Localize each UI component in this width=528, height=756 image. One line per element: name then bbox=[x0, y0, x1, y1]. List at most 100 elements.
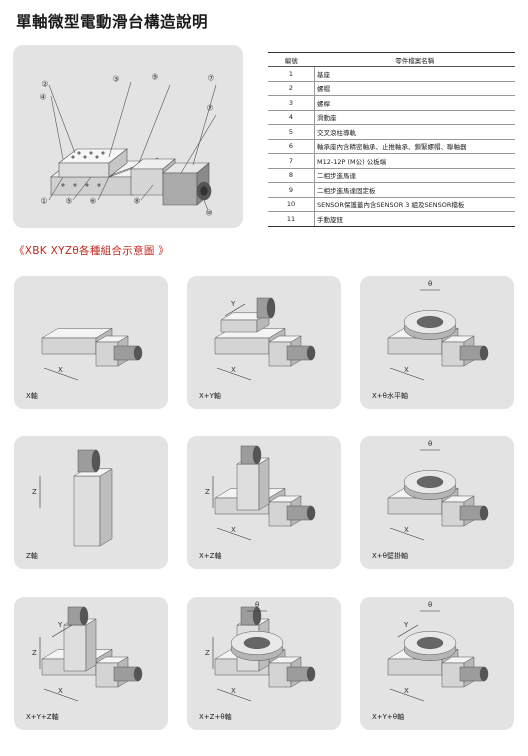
config-label: X+θ壁掛軸 bbox=[372, 552, 408, 560]
part-name: 手動旋鈕 bbox=[314, 211, 515, 227]
part-no: 11 bbox=[268, 211, 315, 227]
part-name: 軸承座內含精密軸承、止推軸承、鎖緊螺帽、聯軸器 bbox=[314, 139, 515, 154]
axis-label: Y bbox=[230, 300, 236, 308]
axis-arrow bbox=[216, 527, 252, 541]
stage-module bbox=[73, 468, 113, 547]
part-name: 交叉滾柱導軌 bbox=[314, 124, 515, 140]
axis-label: X bbox=[404, 526, 409, 534]
part-name: 二相步進馬達 bbox=[314, 168, 515, 183]
axis-label: X bbox=[231, 526, 236, 534]
axis-arrow bbox=[389, 367, 425, 381]
part-name: 基座 bbox=[314, 66, 515, 82]
callout-1: ① bbox=[40, 197, 47, 206]
motor-module bbox=[286, 666, 316, 682]
part-no: 5 bbox=[268, 124, 315, 140]
stage-structure-drawing: ② ④ ③ ⑨ ⑦ ⑦ ① ⑤ ⑥ ⑧ ⑩ bbox=[39, 73, 217, 218]
axis-label: Z bbox=[32, 649, 37, 657]
motor-module bbox=[113, 666, 143, 682]
config-panel-x: X X軸 bbox=[14, 276, 168, 409]
motor-module bbox=[240, 606, 262, 626]
motor-module bbox=[113, 345, 143, 361]
axis-label: X bbox=[231, 366, 236, 374]
config-drawing: θYX bbox=[387, 601, 489, 702]
config-label: Z軸 bbox=[26, 552, 38, 560]
motor-module bbox=[459, 505, 489, 521]
rotary-table bbox=[403, 310, 457, 340]
part-name: 螺桿 bbox=[314, 95, 515, 111]
axis-label: θ bbox=[255, 601, 259, 609]
config-drawing: θX bbox=[387, 440, 489, 541]
axis-label: Z bbox=[32, 488, 37, 496]
axis-label: X bbox=[231, 687, 236, 695]
motor-module bbox=[459, 345, 489, 361]
axis-label: Y bbox=[57, 621, 63, 629]
axis-label: θ bbox=[428, 280, 432, 288]
axis-arrow bbox=[389, 688, 425, 702]
axis-arrow bbox=[43, 367, 79, 381]
table-row: 7 M12-12P (M公) 公板端 bbox=[268, 153, 515, 169]
rotary-table bbox=[230, 631, 284, 661]
axis-arrow bbox=[43, 688, 79, 702]
axis-label: X bbox=[58, 366, 63, 374]
callout-4: ④ bbox=[39, 93, 46, 102]
stage-module bbox=[63, 618, 97, 672]
callout-7: ⑦ bbox=[207, 74, 214, 83]
part-name: SENSOR保護蓋內含SENSOR 3 組及SENSOR檔板 bbox=[314, 197, 515, 212]
callout-5: ⑤ bbox=[65, 197, 72, 206]
callout-8: ⑧ bbox=[133, 197, 140, 206]
part-no: 8 bbox=[268, 168, 315, 183]
config-label: X+Y+Z軸 bbox=[26, 713, 59, 721]
config-drawing: ZθX bbox=[205, 601, 316, 702]
axis-arrow bbox=[216, 688, 252, 702]
motor-module bbox=[459, 666, 489, 682]
structure-diagram-panel: ② ④ ③ ⑨ ⑦ ⑦ ① ⑤ ⑥ ⑧ ⑩ bbox=[13, 45, 243, 228]
axis-label: θ bbox=[428, 601, 432, 609]
config-label: X+Y軸 bbox=[199, 392, 221, 400]
axis-label: X bbox=[404, 366, 409, 374]
axis-label: Y bbox=[403, 621, 409, 629]
part-name: 螺帽 bbox=[314, 81, 515, 96]
config-label: X+Y+θ軸 bbox=[372, 713, 405, 721]
section-title: 《XBK XYZθ各種組合示意圖 》 bbox=[14, 245, 170, 257]
axis-arrow bbox=[397, 624, 419, 638]
motor-module bbox=[77, 449, 101, 473]
config-drawing: X bbox=[41, 327, 143, 381]
callout-10: ⑩ bbox=[205, 209, 212, 218]
config-label: X軸 bbox=[26, 392, 38, 400]
part-name: M12-12P (M公) 公板端 bbox=[314, 153, 515, 169]
config-label: X+θ水平軸 bbox=[372, 392, 408, 400]
motor-module bbox=[286, 505, 316, 521]
part-no: 4 bbox=[268, 110, 315, 125]
config-drawing: ZYX bbox=[32, 606, 143, 702]
config-label: X+Z+θ軸 bbox=[199, 713, 232, 721]
callout-6: ⑥ bbox=[89, 197, 96, 206]
rotary-table bbox=[403, 631, 457, 661]
part-name: 二相步進馬達固定板 bbox=[314, 182, 515, 198]
callout-9: ⑨ bbox=[151, 73, 158, 82]
axis-arrow bbox=[216, 367, 252, 381]
callout-3: ③ bbox=[112, 75, 119, 84]
axis-label: Z bbox=[205, 649, 210, 657]
rotary-table bbox=[403, 470, 457, 500]
motor-module bbox=[67, 606, 89, 626]
config-drawing: ZX bbox=[205, 445, 316, 541]
part-no: 3 bbox=[268, 95, 315, 111]
motor-module bbox=[256, 297, 276, 319]
part-no: 9 bbox=[268, 182, 315, 198]
